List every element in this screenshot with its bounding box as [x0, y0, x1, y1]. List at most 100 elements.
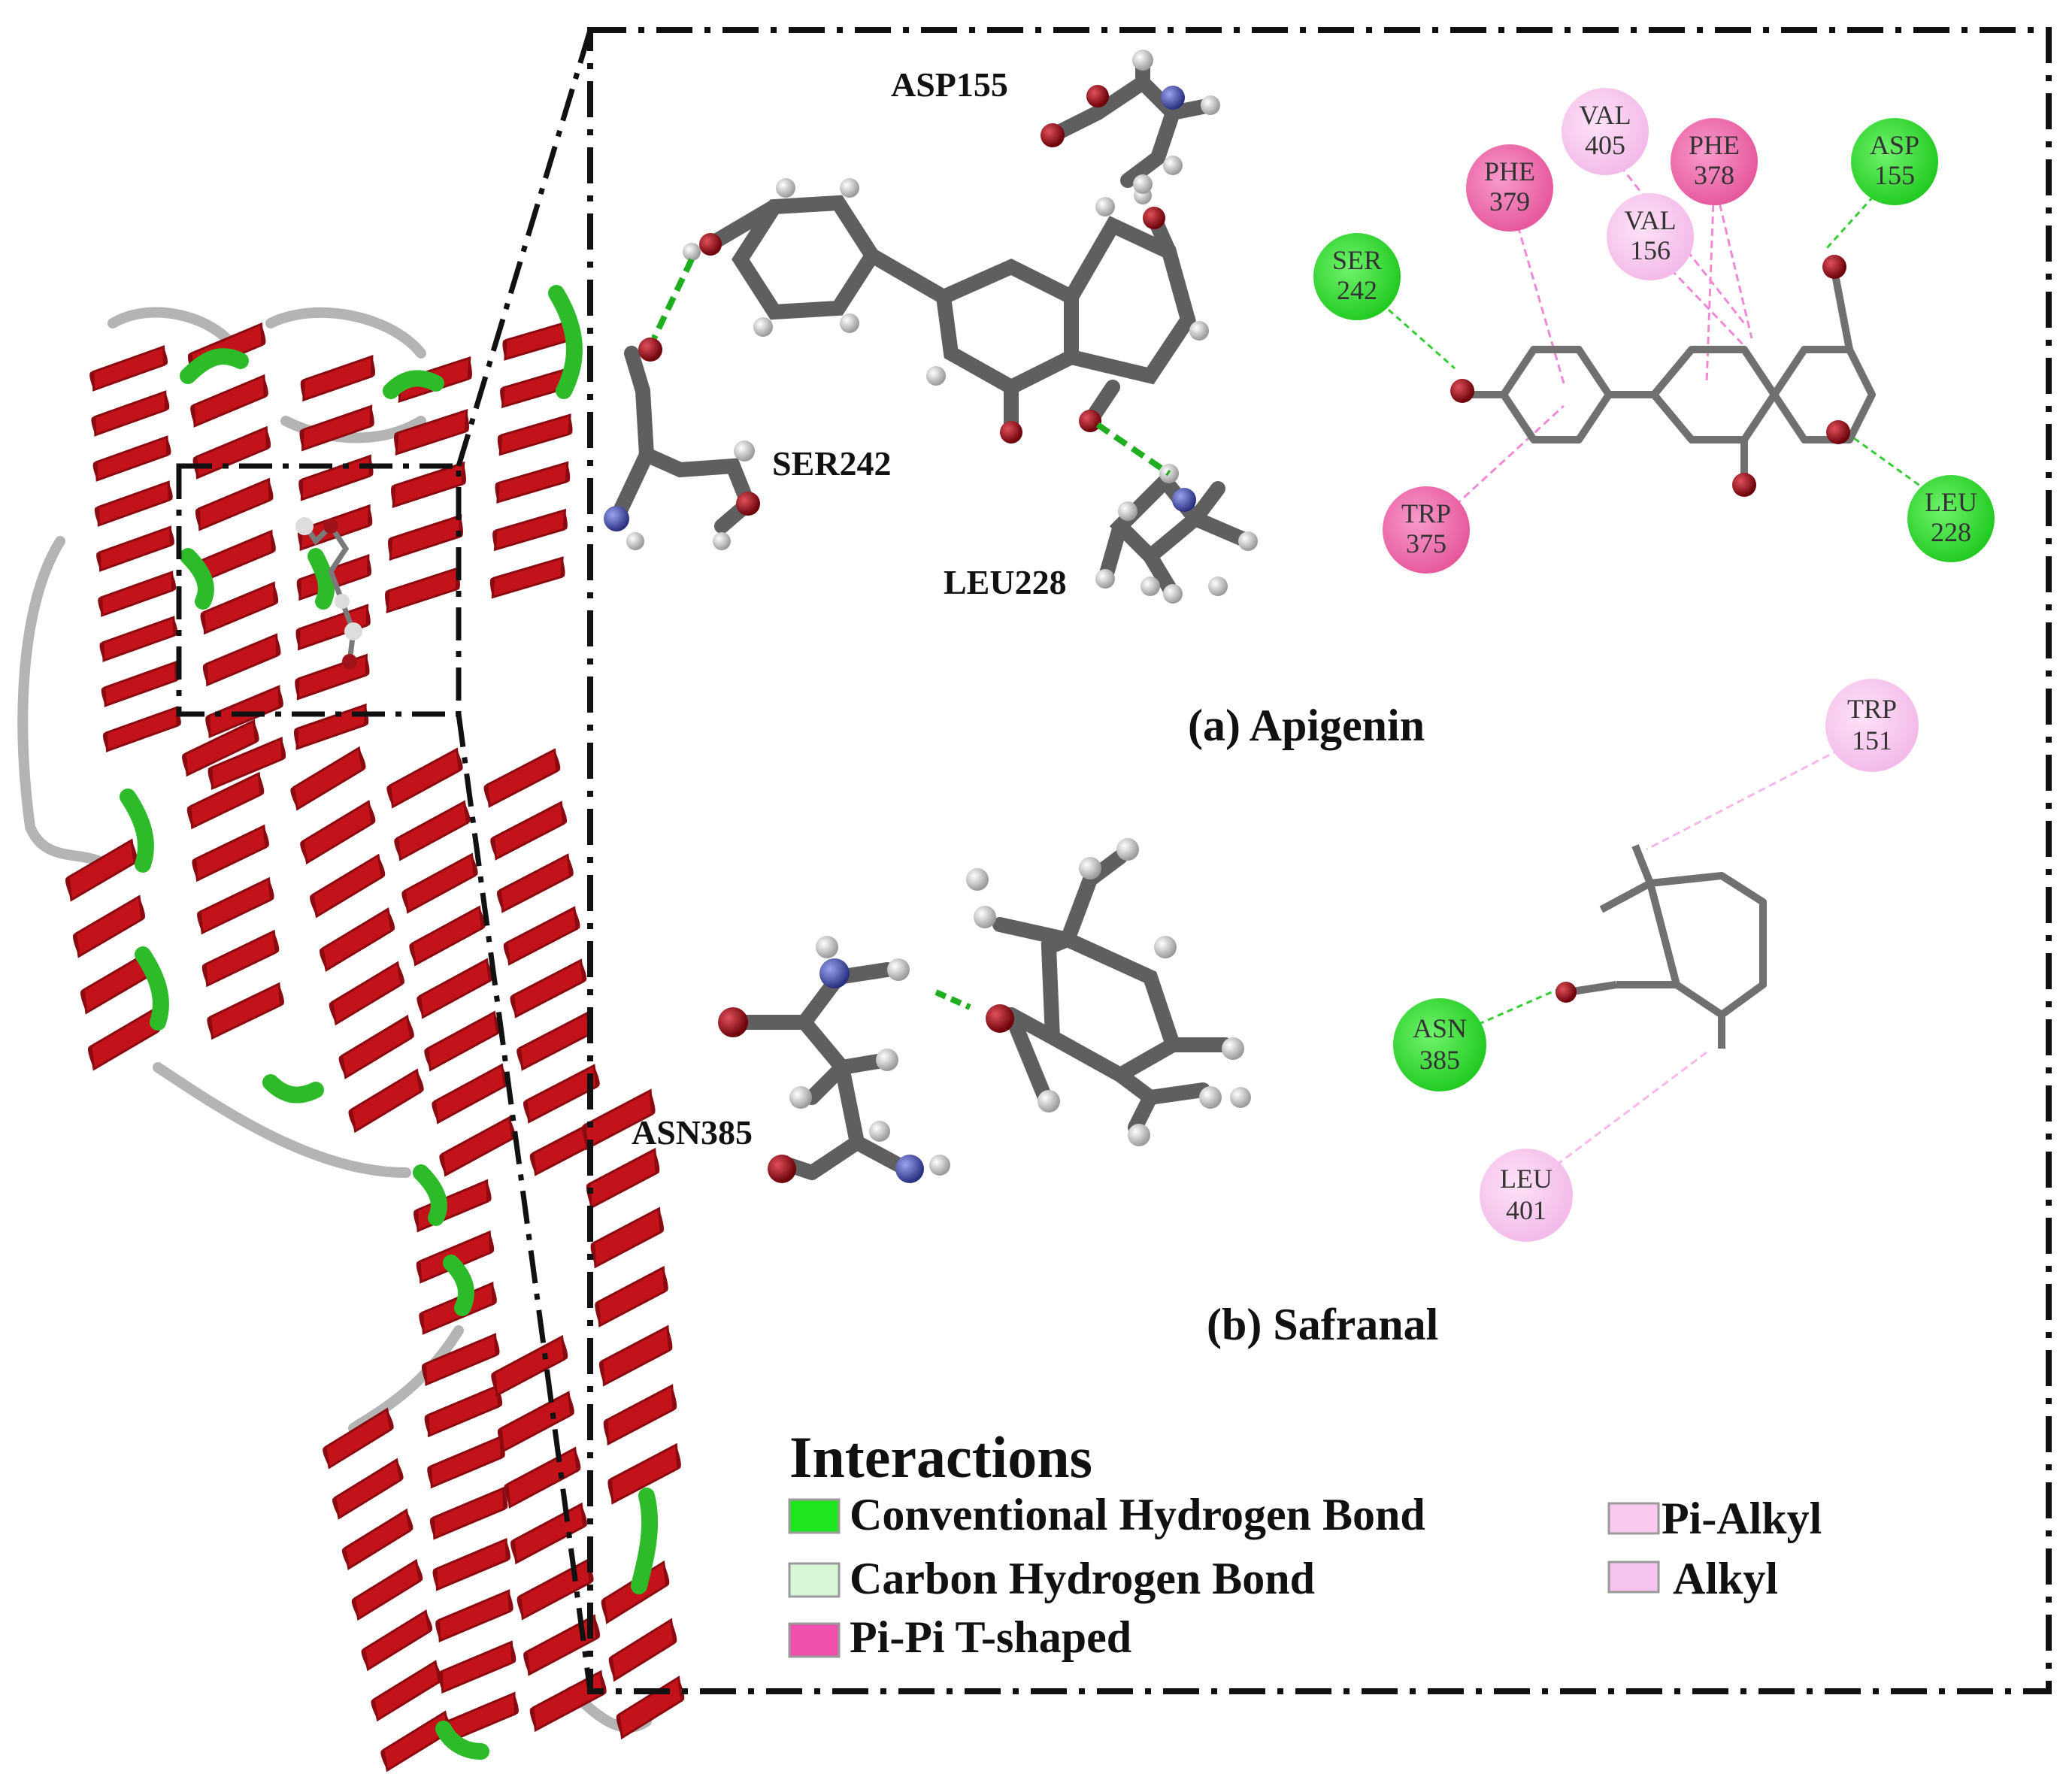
- helix-front-turn: [204, 633, 279, 687]
- safranal-2d-skeleton: [1567, 844, 1767, 1049]
- helix-front-turn: [202, 581, 277, 635]
- helix-front-turn: [67, 838, 136, 902]
- helix-front-turn: [438, 1589, 511, 1642]
- svg-text:LEU: LEU: [1500, 1164, 1552, 1194]
- residue-bubble-phe378: PHE 378: [1671, 118, 1758, 205]
- svg-text:242: 242: [1337, 275, 1377, 305]
- residue-bubble-val405: VAL 405: [1562, 88, 1649, 175]
- helix-front-turn: [198, 876, 272, 935]
- helix-front-turn: [395, 800, 469, 861]
- svg-text:PHE: PHE: [1484, 156, 1535, 186]
- ligand-in-pocket: [295, 517, 362, 669]
- safranal-3d-complex: ASN385: [632, 838, 1251, 1183]
- helix-front-turn: [492, 801, 565, 861]
- residue-bubble-leu228: LEU 228: [1907, 475, 1995, 562]
- helix-front-turn: [93, 390, 168, 437]
- helix-front-turn: [334, 1458, 402, 1520]
- helix-front-turn: [302, 355, 374, 402]
- helix-front-turn: [609, 1442, 680, 1505]
- helix-front-turn: [389, 513, 462, 562]
- helix-front-turn: [491, 556, 564, 599]
- residue-bubble-val156: VAL 156: [1607, 193, 1694, 280]
- safranal-3d-hbond: [935, 989, 971, 1010]
- helix-front-turn: [583, 1088, 654, 1151]
- helix-front-turn: [426, 1384, 501, 1438]
- caption-safranal: (b) Safranal: [1207, 1300, 1438, 1349]
- legend-label-conventional-hbond: Conventional Hydrogen Bond: [850, 1490, 1425, 1539]
- residue-bubble-trp375: TRP 375: [1383, 486, 1470, 574]
- helix-front-turn: [403, 852, 477, 914]
- apigenin-2d-skeleton: [1466, 270, 1876, 481]
- helix-front-turn: [506, 1446, 579, 1509]
- helix-front-turn: [340, 1014, 413, 1079]
- label-asp155: ASP155: [891, 65, 1008, 104]
- helix-front-turn: [505, 906, 578, 966]
- helix-front-turn: [492, 1334, 566, 1397]
- helix-front-turn: [525, 1064, 598, 1124]
- helix-front-turn: [95, 435, 169, 482]
- svg-text:405: 405: [1585, 130, 1625, 160]
- helix-front-turn: [204, 929, 277, 988]
- helix-front-turn: [321, 907, 393, 972]
- label-asn385: ASN385: [632, 1113, 753, 1152]
- helix-front-turn: [362, 1609, 432, 1672]
- svg-text:156: 156: [1630, 235, 1671, 265]
- svg-text:375: 375: [1406, 528, 1446, 558]
- legend-swatch-pi-alkyl: [1607, 1502, 1660, 1535]
- helix-front-turn: [183, 719, 257, 777]
- helix-front-turn: [429, 1435, 503, 1489]
- helix-front-turn: [386, 566, 459, 614]
- legend-label-alkyl: Alkyl: [1673, 1554, 1778, 1603]
- helix-front-turn: [189, 771, 262, 830]
- helix-front-turn: [301, 800, 374, 865]
- svg-text:ASP: ASP: [1870, 130, 1919, 160]
- helix-front-turn: [74, 894, 144, 958]
- helix-front-turn: [498, 853, 572, 913]
- helix-front-turn: [392, 461, 465, 509]
- safranal-3d-bonds: [726, 849, 1233, 1180]
- legend-label-pi-alkyl: Pi-Alkyl: [1662, 1494, 1822, 1543]
- zoom-panel-frame: [587, 27, 2052, 1694]
- helix-front-turn: [441, 1115, 514, 1177]
- residue-bubble-leu401: LEU 401: [1480, 1149, 1573, 1242]
- helix-front-turn: [588, 1147, 658, 1209]
- helix-front-turn: [395, 408, 468, 456]
- legend-label-pi-pi-tshaped: Pi-Pi T-shaped: [850, 1612, 1131, 1662]
- helix-front-turn: [210, 737, 284, 791]
- interaction-legend: Interactions Conventional Hydrogen Bond …: [788, 1424, 1822, 1662]
- safranal-2d-oxygen: [1556, 982, 1577, 1003]
- helix-front-turn: [101, 616, 176, 662]
- helix-front-turn: [324, 1407, 392, 1470]
- svg-text:SER: SER: [1332, 245, 1382, 275]
- helix-front-turn: [98, 525, 172, 572]
- apigenin-3d-hbonds: [651, 258, 1171, 477]
- legend-swatch-alkyl: [1607, 1560, 1660, 1594]
- helix-front-turn: [301, 404, 373, 452]
- helix-front-turn: [96, 480, 171, 527]
- svg-text:385: 385: [1419, 1045, 1460, 1075]
- helix-front-turn: [518, 1011, 592, 1071]
- helix-front-turn: [372, 1660, 441, 1722]
- helix-front-turn: [610, 1618, 676, 1682]
- helix-front-turn: [512, 958, 585, 1019]
- helix-front-turn: [435, 1537, 509, 1591]
- apigenin-2d-o3: [1826, 420, 1850, 444]
- helix-front-turn: [92, 345, 166, 392]
- helix-front-turn: [194, 824, 268, 882]
- svg-text:VAL: VAL: [1624, 205, 1676, 235]
- helix-front-turn: [209, 982, 283, 1040]
- helix-front-turn: [311, 853, 383, 919]
- helix-front-turn: [89, 1007, 159, 1071]
- legend-swatch-carbon-hbond: [788, 1562, 841, 1598]
- helix-front-turn: [605, 1384, 675, 1446]
- helix-front-turn: [197, 477, 271, 531]
- apigenin-3d-complex: ASP155 SER242 LEU228: [604, 50, 1258, 604]
- legend-title: Interactions: [789, 1424, 1092, 1490]
- residue-bubble-asn385: ASN 385: [1393, 998, 1486, 1091]
- legend-swatch-conventional-hbond: [788, 1498, 841, 1534]
- helix-front-turn: [617, 1675, 683, 1740]
- label-leu228: LEU228: [944, 563, 1067, 601]
- helix-front-turn: [423, 1333, 498, 1387]
- helix-front-turn: [418, 958, 492, 1019]
